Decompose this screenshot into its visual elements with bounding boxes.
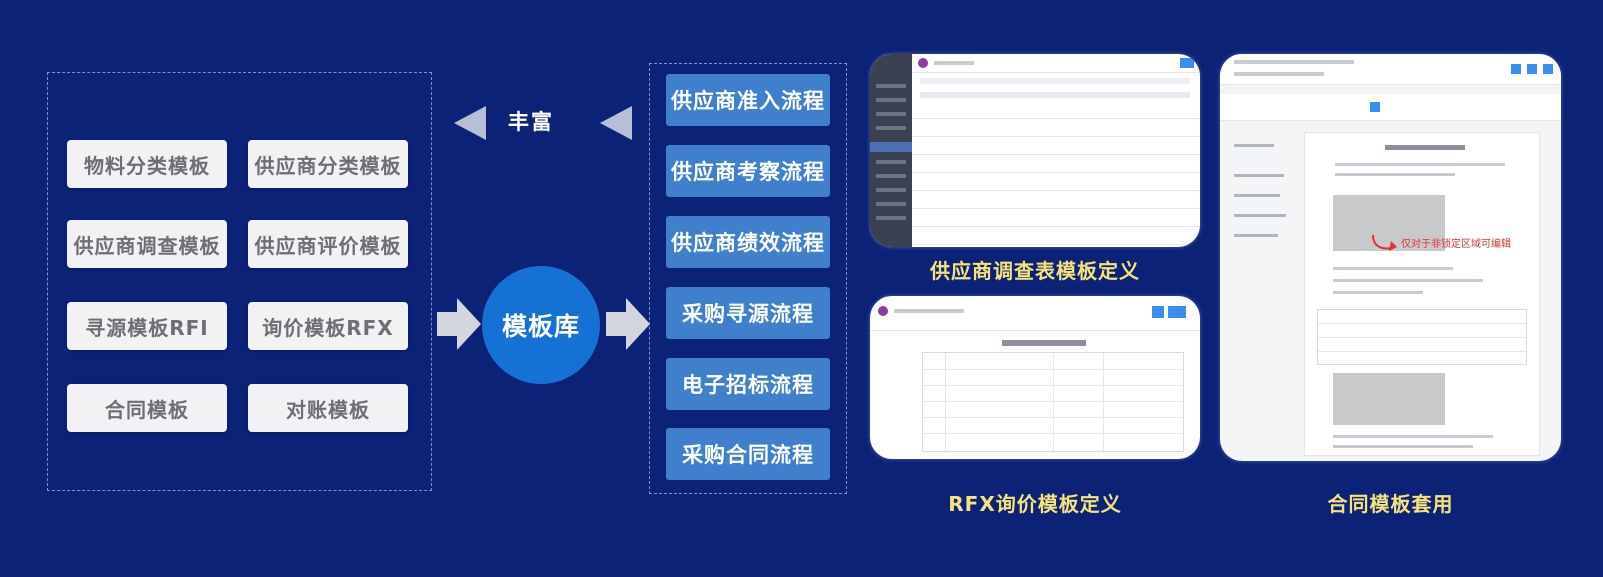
template-item[interactable]: 合同模板 bbox=[67, 384, 227, 432]
app-logo-icon bbox=[918, 58, 928, 68]
template-item[interactable]: 询价模板RFX bbox=[248, 302, 408, 350]
contract-caption: 合同模板套用 bbox=[1327, 492, 1454, 516]
contract-template-screenshot: 仅对于非锁定区域可编辑 bbox=[1220, 54, 1561, 461]
rfx-caption: RFX询价模板定义 bbox=[948, 492, 1122, 516]
template-item[interactable]: 对账模板 bbox=[248, 384, 408, 432]
template-group bbox=[47, 72, 432, 491]
rfx-template-screenshot bbox=[870, 296, 1200, 459]
survey-caption: 供应商调查表模板定义 bbox=[930, 259, 1140, 283]
curved-arrow-icon bbox=[1372, 234, 1397, 251]
app-sidebar bbox=[870, 54, 912, 247]
right-arrow-icon bbox=[437, 298, 481, 350]
flow-item[interactable]: 供应商绩效流程 bbox=[666, 216, 830, 268]
template-item[interactable]: 供应商评价模板 bbox=[248, 220, 408, 268]
app-header bbox=[912, 54, 1200, 73]
flow-group bbox=[649, 63, 847, 494]
template-item[interactable]: 寻源模板RFI bbox=[67, 302, 227, 350]
contract-document-page: 仅对于非锁定区域可编辑 bbox=[1304, 132, 1540, 456]
flow-item[interactable]: 采购合同流程 bbox=[666, 428, 830, 480]
editable-annotation: 仅对于非锁定区域可编辑 bbox=[1401, 239, 1511, 250]
survey-template-screenshot bbox=[870, 54, 1200, 247]
flow-item[interactable]: 供应商考察流程 bbox=[666, 145, 830, 197]
locked-region bbox=[1333, 195, 1445, 251]
left-arrow-icon bbox=[600, 106, 632, 140]
rich-label: 丰富 bbox=[508, 110, 554, 134]
app-logo-icon bbox=[878, 306, 888, 316]
template-item[interactable]: 物料分类模板 bbox=[67, 140, 227, 188]
flow-item[interactable]: 电子招标流程 bbox=[666, 358, 830, 410]
flow-item[interactable]: 采购寻源流程 bbox=[666, 287, 830, 339]
flow-item[interactable]: 供应商准入流程 bbox=[666, 74, 830, 126]
left-arrow-icon bbox=[454, 106, 486, 140]
template-library-hub[interactable]: 模板库 bbox=[482, 266, 600, 384]
template-item[interactable]: 供应商调查模板 bbox=[67, 220, 227, 268]
template-item[interactable]: 供应商分类模板 bbox=[248, 140, 408, 188]
right-arrow-icon bbox=[606, 298, 650, 350]
